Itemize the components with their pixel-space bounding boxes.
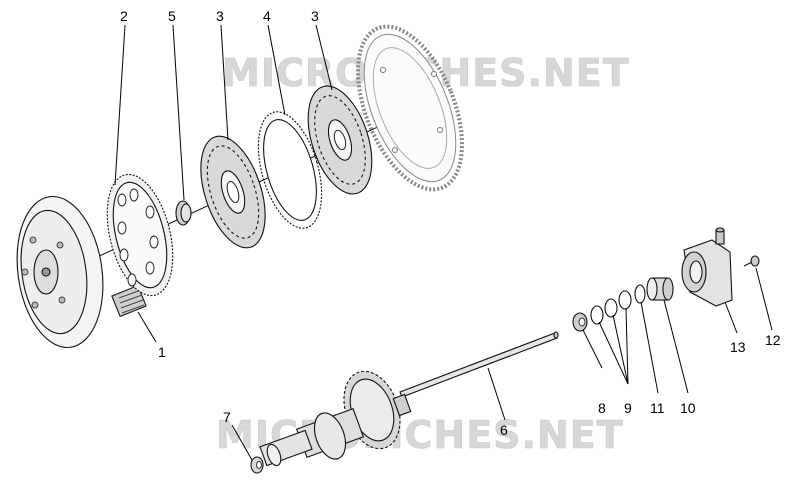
seal-rings-9: [590, 290, 632, 325]
outer-ring-gear: [356, 24, 464, 192]
callout-6: 6: [500, 422, 508, 438]
gear-cluster: [259, 370, 412, 467]
callout-4: 4: [263, 8, 271, 24]
small-hub: [175, 200, 192, 226]
washer-8: [572, 312, 588, 332]
bushing-10: [646, 277, 674, 301]
callout-9: 9: [624, 400, 632, 416]
steel-toothed-ring: [257, 111, 323, 229]
callout-10: 10: [680, 400, 696, 416]
callout-11: 11: [650, 400, 665, 416]
callout-1: 1: [158, 344, 166, 360]
callout-12: 12: [765, 332, 781, 348]
callout-3-left: 3: [216, 8, 224, 24]
o-ring-11: [634, 284, 646, 304]
spring: [111, 284, 147, 318]
cylinder-housing: [681, 227, 733, 307]
callout-8: 8: [598, 400, 606, 416]
gear-plate-with-holes: [106, 173, 174, 297]
friction-disc-right: [307, 85, 373, 195]
bolt-12: [743, 255, 760, 267]
callout-2: 2: [120, 8, 128, 24]
washer-small: [250, 456, 264, 474]
callout-7: 7: [223, 409, 231, 425]
callout-5: 5: [168, 8, 176, 24]
flywheel-plate: [16, 195, 104, 349]
leader-lines: [114, 24, 773, 461]
callout-13: 13: [730, 339, 746, 355]
long-shaft: [399, 331, 559, 398]
callout-3-right: 3: [311, 8, 319, 24]
friction-disc-left: [200, 135, 266, 249]
